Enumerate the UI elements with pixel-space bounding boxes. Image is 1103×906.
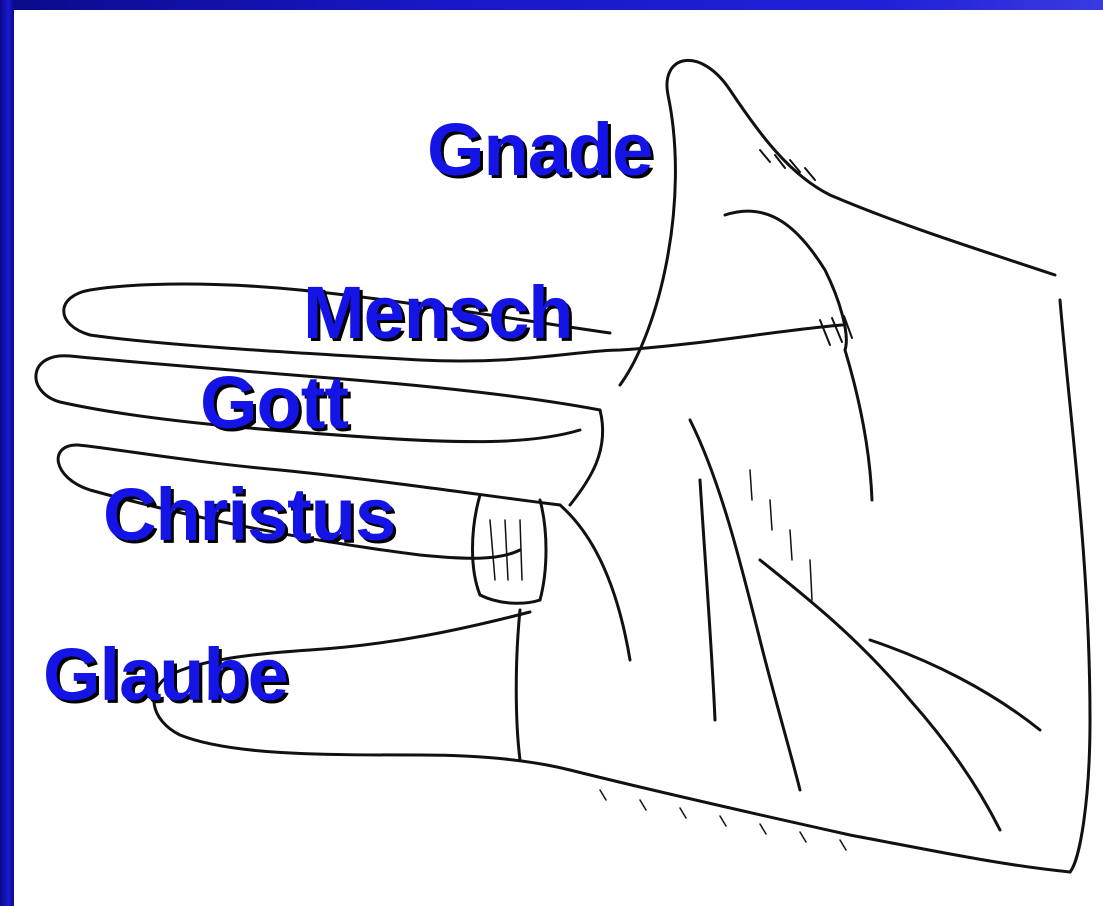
word-mensch: Mensch <box>303 276 573 350</box>
word-gott: Gott <box>200 366 348 440</box>
word-christus: Christus <box>103 478 395 552</box>
word-gnade: Gnade <box>427 113 652 187</box>
word-glaube: Glaube <box>43 638 288 712</box>
